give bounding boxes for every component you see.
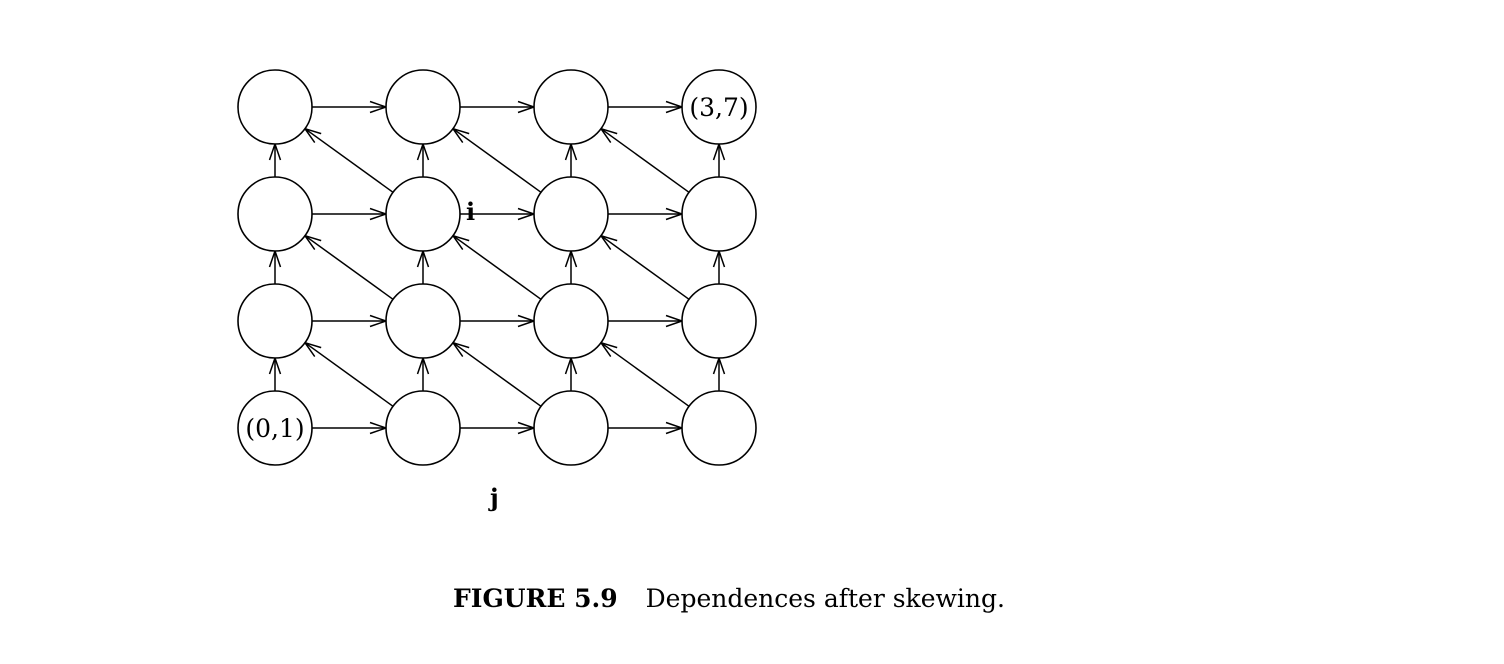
dependence-arrow-diagonal bbox=[416, 248, 430, 284]
dependence-arrow-diagonal bbox=[712, 141, 726, 177]
dependence-arrow-horizontal bbox=[312, 421, 389, 435]
dependence-arrow-diagonal bbox=[564, 248, 578, 284]
dependence-arrow-diagonal bbox=[268, 248, 282, 284]
iteration-node bbox=[385, 176, 461, 252]
iteration-node bbox=[533, 69, 609, 145]
dependence-arrow-vertical bbox=[303, 127, 394, 193]
iteration-node bbox=[533, 283, 609, 359]
dependence-arrow-horizontal bbox=[312, 100, 389, 114]
iteration-node bbox=[237, 283, 313, 359]
dependence-arrow-vertical bbox=[599, 127, 690, 193]
node-label: (0,1) bbox=[245, 414, 304, 443]
dependence-arrow-horizontal bbox=[608, 421, 685, 435]
iteration-node bbox=[237, 176, 313, 252]
iteration-node bbox=[533, 390, 609, 466]
dependence-arrow-vertical bbox=[303, 234, 394, 300]
iteration-node bbox=[385, 69, 461, 145]
dependence-arrow-diagonal bbox=[564, 355, 578, 391]
iteration-node bbox=[385, 390, 461, 466]
iteration-node bbox=[681, 176, 757, 252]
iteration-node bbox=[681, 283, 757, 359]
iteration-node bbox=[237, 69, 313, 145]
dependence-arrow-horizontal bbox=[312, 207, 389, 221]
dependence-arrow-horizontal bbox=[460, 100, 537, 114]
dependence-diagram: (0,1) (3,7) i j bbox=[237, 69, 757, 512]
dependence-arrow-vertical bbox=[451, 234, 542, 300]
iteration-node bbox=[385, 283, 461, 359]
dependence-arrow-horizontal bbox=[608, 207, 685, 221]
dependence-arrow-diagonal bbox=[712, 355, 726, 391]
iteration-node: (0,1) bbox=[237, 390, 313, 466]
dependence-arrow-horizontal bbox=[608, 100, 685, 114]
axis-j-label: j bbox=[488, 483, 499, 512]
figure-caption: FIGURE 5.9 Dependences after skewing. bbox=[453, 584, 1005, 613]
edges-layer bbox=[268, 100, 726, 435]
dependence-arrow-diagonal bbox=[564, 141, 578, 177]
dependence-arrow-vertical bbox=[451, 341, 542, 407]
dependence-arrow-horizontal bbox=[608, 314, 685, 328]
caption-text: Dependences after skewing. bbox=[645, 584, 1005, 613]
iteration-node bbox=[681, 390, 757, 466]
nodes-layer: (0,1) (3,7) bbox=[237, 69, 757, 466]
dependence-arrow-horizontal bbox=[460, 421, 537, 435]
dependence-arrow-diagonal bbox=[712, 248, 726, 284]
dependence-arrow-vertical bbox=[599, 234, 690, 300]
dependence-arrow-diagonal bbox=[416, 141, 430, 177]
dependence-arrow-diagonal bbox=[268, 141, 282, 177]
dependence-arrow-vertical bbox=[599, 341, 690, 407]
dependence-arrow-horizontal bbox=[312, 314, 389, 328]
dependence-arrow-vertical bbox=[451, 127, 542, 193]
caption-figure-label: FIGURE 5.9 bbox=[453, 584, 618, 613]
dependence-arrow-diagonal bbox=[416, 355, 430, 391]
node-label: (3,7) bbox=[689, 93, 748, 122]
axis-i-label: i bbox=[466, 197, 475, 226]
iteration-node: (3,7) bbox=[681, 69, 757, 145]
dependence-arrow-diagonal bbox=[268, 355, 282, 391]
dependence-arrow-vertical bbox=[303, 341, 394, 407]
iteration-node bbox=[533, 176, 609, 252]
dependence-arrow-horizontal bbox=[460, 314, 537, 328]
